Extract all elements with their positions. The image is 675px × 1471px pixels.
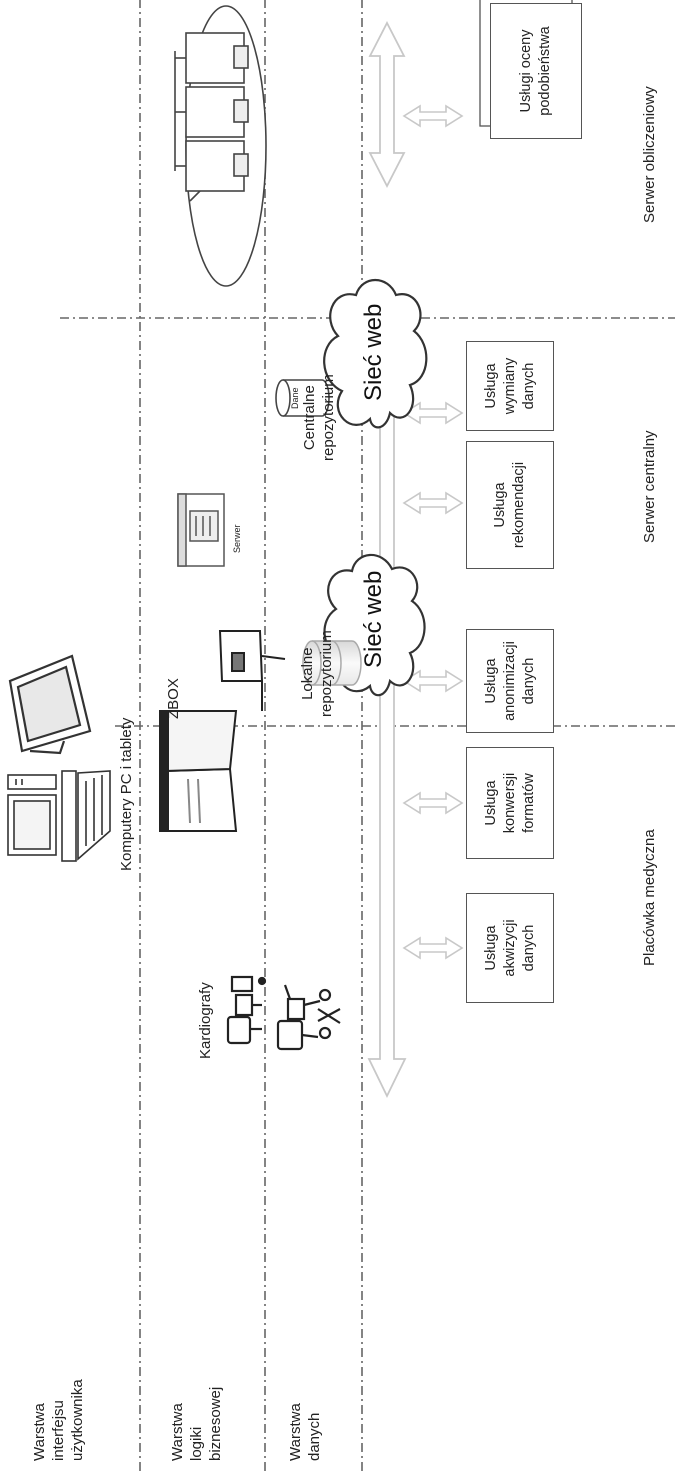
computer-icon xyxy=(7,770,111,862)
zone-label-medical: Placówka medyczna xyxy=(641,829,658,966)
zone-label-central: Serwer centralny xyxy=(641,430,658,543)
cloud-icon xyxy=(323,279,428,429)
cardiograph-icon xyxy=(226,975,267,1045)
label-pcs: Komputery PC i tablety xyxy=(118,717,135,871)
label-db-small: Dane xyxy=(290,387,300,409)
database-icon xyxy=(275,379,330,417)
service-arrows xyxy=(402,104,464,960)
database-icon xyxy=(302,640,362,686)
arrow-icon xyxy=(368,21,406,188)
layer-separators xyxy=(139,0,363,1471)
cloud-label-2: Sieć web xyxy=(360,303,387,401)
cloud-label-1: Sieć web xyxy=(360,570,387,668)
zone-label-compute: Serwer obliczeniowy xyxy=(641,86,658,223)
zbox-icon xyxy=(159,630,286,832)
server-icon xyxy=(177,493,225,567)
cardiograph-icon xyxy=(276,984,341,1051)
label-zbox: ZBOX xyxy=(165,678,182,719)
tablet-icon xyxy=(8,654,92,755)
label-server-small: Serwer xyxy=(232,524,242,553)
server-cluster-icon xyxy=(174,5,267,287)
label-kardiografy: Kardiografy xyxy=(197,982,214,1059)
